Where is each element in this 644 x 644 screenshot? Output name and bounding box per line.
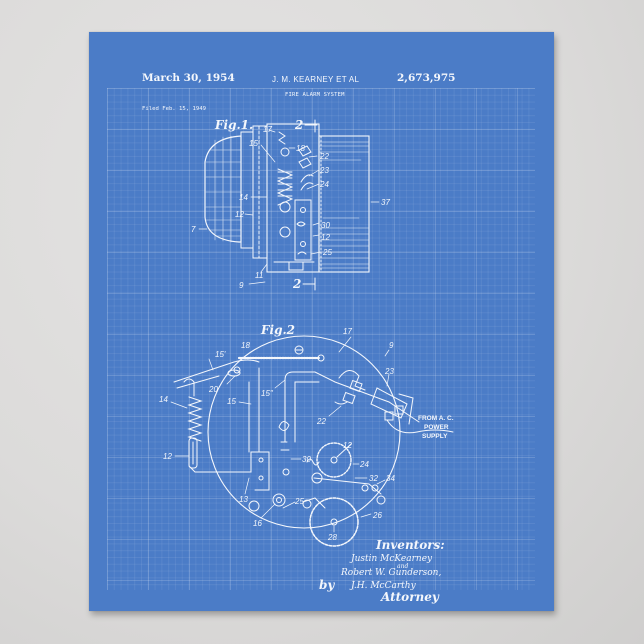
patent-title: FIRE ALARM SYSTEM [285,92,345,98]
filed-date: Filed Feb. 15, 1949 [142,106,206,112]
ref-12-fig1-left: 12 [235,210,244,219]
ref-25-fig2: 25 [294,497,304,506]
ref-16: 16 [253,519,262,528]
patent-number: 2,673,975 [397,72,456,84]
signature-block: Inventors: Justin McKearney and Robert W… [319,538,445,604]
patent-date: March 30, 1954 [142,72,235,84]
ref-11: 11 [255,271,263,280]
ref-12-fig1-right: 12 [321,233,330,242]
ref-30: 30 [321,221,330,230]
ref-24-fig2: 24 [359,460,369,469]
inventors-heading: Inventors: [375,538,445,552]
caption-line-2: POWER [424,424,449,431]
ref-14: 14 [239,193,248,202]
patent-poster: March 30, 1954 J. M. KEARNEY ET AL 2,673… [89,32,554,611]
ref-18-fig2: 18 [241,341,250,350]
attorney-label: Attorney [380,590,440,604]
patent-drawing: Fig.1. 2 [159,118,454,604]
by-label: by [319,578,335,592]
ref-17-fig2: 17 [343,327,352,336]
inventor-1-signature: Justin McKearney [349,554,433,564]
ref-9-fig2: 9 [389,341,394,350]
ref-30-fig2: 30 [302,455,311,464]
ref-28: 28 [327,533,337,542]
ref-23: 23 [319,166,329,175]
ref-26: 26 [372,511,382,520]
ref-17: 17 [263,125,272,134]
ref-32: 32 [369,474,378,483]
ref-25: 25 [322,248,332,257]
ref-15-prime: 15' [249,139,260,148]
ref-15-prime-fig2: 15' [215,350,226,359]
ref-18: 18 [296,144,305,153]
section-marker-bottom: 2 [292,277,301,291]
fig2-label: Fig.2 [260,323,295,337]
figure-2: Fig.2 [159,323,454,547]
ref-37: 37 [381,198,390,207]
ref-15-double-prime: 15'' [261,389,273,398]
ref-34: 34 [386,474,395,483]
attorney-signature: J.H. McCarthy [349,581,417,591]
ref-15-fig2: 15 [227,397,236,406]
inventor-line: J. M. KEARNEY ET AL [272,75,360,84]
caption-line-1: FROM A. C. [418,415,454,422]
ref-13: 13 [239,495,248,504]
ref-7: 7 [191,225,196,234]
ref-12-fig2-left: 12 [163,452,172,461]
caption-line-3: SUPPLY [422,433,448,440]
ref-9: 9 [239,281,244,290]
section-marker-top: 2 [294,118,303,132]
ref-14-fig2: 14 [159,395,168,404]
figure-1: Fig.1. 2 [191,118,390,291]
ref-20: 20 [208,385,218,394]
inventor-2-signature: Robert W. Gunderson, [340,568,441,578]
ref-22: 22 [319,152,329,161]
power-supply-caption: FROM A. C. POWER SUPPLY [418,415,454,440]
ref-12-fig2-gear: 12 [343,441,352,450]
ref-24: 24 [319,180,329,189]
ref-23-fig2: 23 [384,367,394,376]
fig1-label: Fig.1. [214,118,253,132]
ref-22-fig2: 22 [316,417,326,426]
conjunction: and [397,563,408,570]
